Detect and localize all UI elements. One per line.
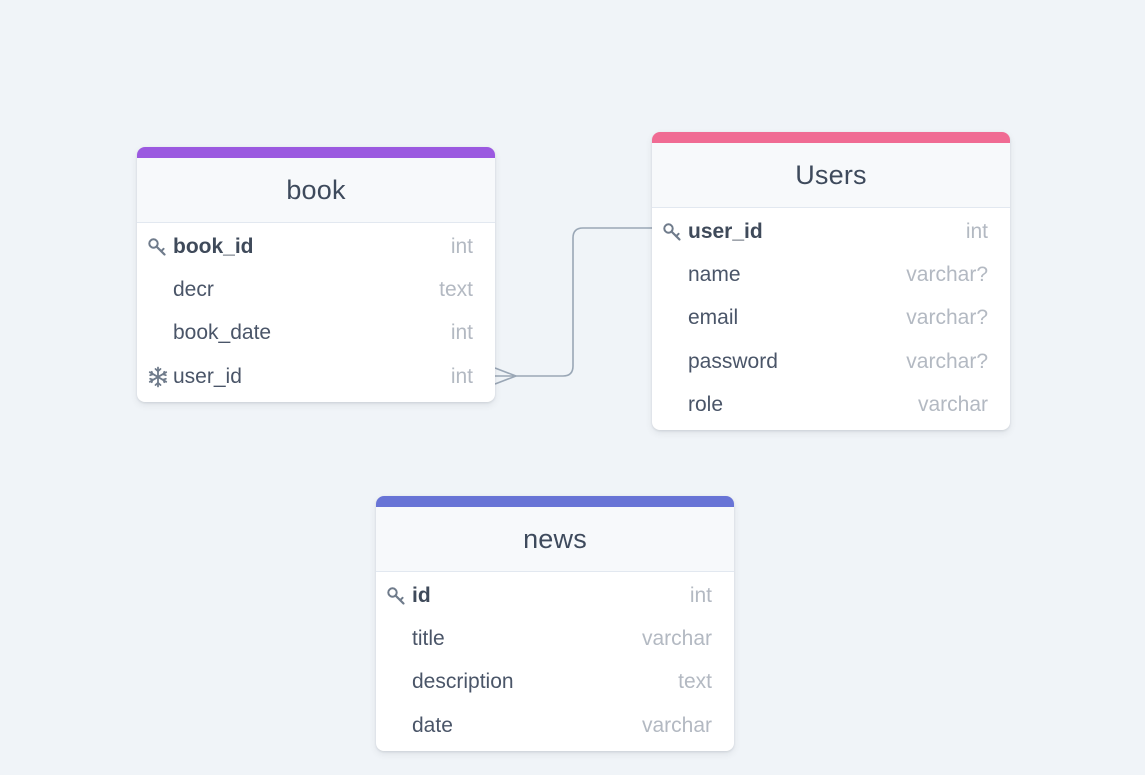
field-type: int <box>965 219 988 243</box>
key-icon <box>386 586 412 606</box>
field-type: varchar <box>641 713 712 737</box>
field-row-email[interactable]: email varchar? <box>652 297 1010 340</box>
field-row-password[interactable]: password varchar? <box>652 340 1010 383</box>
table-accent-bar <box>137 147 495 158</box>
relation-book-users-line[interactable] <box>495 227 652 377</box>
field-name: title <box>412 626 445 650</box>
field-type: varchar? <box>906 262 988 286</box>
table-title: book <box>286 174 346 205</box>
field-type: varchar <box>641 626 712 650</box>
key-icon <box>662 222 688 242</box>
field-row-description[interactable]: description text <box>376 661 734 704</box>
table-title: Users <box>795 159 867 190</box>
field-row-decr[interactable]: decr text <box>137 268 495 311</box>
field-type: text <box>678 670 712 694</box>
field-name: book_id <box>173 234 254 258</box>
table-header[interactable]: Users <box>652 143 1010 208</box>
field-name: user_id <box>688 219 763 243</box>
field-name: book_date <box>173 321 272 345</box>
table-book[interactable]: book book_id int decr text <box>137 147 495 403</box>
field-row-book_date[interactable]: book_date int <box>137 312 495 355</box>
key-icon <box>147 237 173 257</box>
field-type: text <box>439 277 473 301</box>
field-name: password <box>688 349 778 373</box>
field-name: description <box>412 670 514 694</box>
table-title: news <box>523 523 587 554</box>
table-header[interactable]: book <box>137 158 495 223</box>
field-name: date <box>412 713 453 737</box>
field-row-role[interactable]: role varchar <box>652 383 1010 426</box>
field-name: name <box>688 262 741 286</box>
field-type: varchar? <box>906 349 988 373</box>
field-name: role <box>688 392 724 416</box>
field-type: varchar? <box>906 306 988 330</box>
field-list: book_id int decr text book_date int <box>137 223 495 402</box>
field-type: int <box>689 583 712 607</box>
field-name: user_id <box>173 364 242 388</box>
table-users[interactable]: Users user_id int name varchar? <box>652 132 1010 431</box>
crowfoot-many-icon <box>494 367 517 385</box>
field-list: user_id int name varchar? email varchar?… <box>652 208 1010 430</box>
field-name: email <box>688 306 739 330</box>
field-row-id[interactable]: id int <box>376 574 734 617</box>
field-row-book_id[interactable]: book_id int <box>137 225 495 268</box>
snowflake-icon <box>147 366 173 388</box>
field-row-user_id[interactable]: user_id int <box>652 210 1010 253</box>
field-name: id <box>412 583 431 607</box>
field-row-date[interactable]: date varchar <box>376 704 734 747</box>
table-accent-bar <box>652 132 1010 143</box>
table-header[interactable]: news <box>376 507 734 572</box>
field-type: varchar <box>917 392 988 416</box>
field-type: int <box>450 234 473 258</box>
table-news[interactable]: news id int title varchar <box>376 496 734 752</box>
field-row-title[interactable]: title varchar <box>376 617 734 660</box>
field-row-name[interactable]: name varchar? <box>652 253 1010 296</box>
field-type: int <box>450 364 473 388</box>
field-type: int <box>450 321 473 345</box>
field-name: decr <box>173 277 214 301</box>
table-accent-bar <box>376 496 734 507</box>
field-row-user_id[interactable]: user_id int <box>137 355 495 398</box>
field-list: id int title varchar description text da… <box>376 572 734 751</box>
